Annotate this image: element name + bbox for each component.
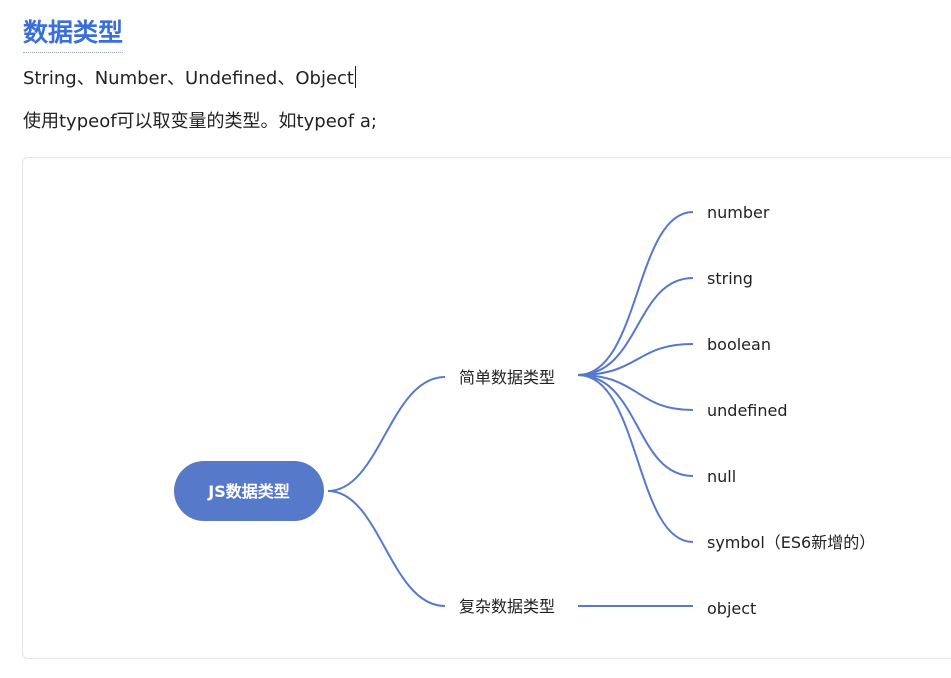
mindmap-container[interactable]	[22, 157, 951, 659]
branch-node-complex[interactable]: 复杂数据类型	[459, 597, 555, 616]
link-simple-number	[577, 211, 694, 376]
root-node[interactable]: JS数据类型	[174, 461, 324, 521]
link-simple-symbol	[577, 374, 694, 543]
link-root-complex	[327, 490, 446, 607]
leaf-node-boolean[interactable]: boolean	[707, 335, 771, 354]
typeof-note-paragraph[interactable]: 使用typeof可以取变量的类型。如typeof a;	[23, 111, 377, 132]
link-simple-undefined	[577, 374, 694, 411]
root-node-label: JS数据类型	[207, 482, 289, 501]
leaf-node-string[interactable]: string	[707, 269, 753, 288]
section-heading: 数据类型	[23, 14, 124, 53]
text-cursor	[354, 66, 356, 88]
leaf-node-object[interactable]: object	[707, 599, 756, 618]
link-simple-null	[577, 374, 694, 477]
leaf-node-number[interactable]: number	[707, 203, 770, 222]
root-node-shape	[174, 461, 324, 521]
leaf-node-undefined[interactable]: undefined	[707, 401, 788, 420]
leaf-node-symbol[interactable]: symbol（ES6新增的）	[707, 533, 875, 552]
branch-node-simple[interactable]: 简单数据类型	[459, 368, 555, 387]
types-list-paragraph[interactable]: String、Number、Undefined、Object	[23, 66, 356, 92]
link-simple-string	[577, 277, 694, 376]
link-root-simple	[327, 376, 446, 492]
leaf-node-null[interactable]: null	[707, 467, 736, 486]
types-list-text: String、Number、Undefined、Object	[23, 68, 354, 89]
link-simple-boolean	[577, 343, 694, 376]
